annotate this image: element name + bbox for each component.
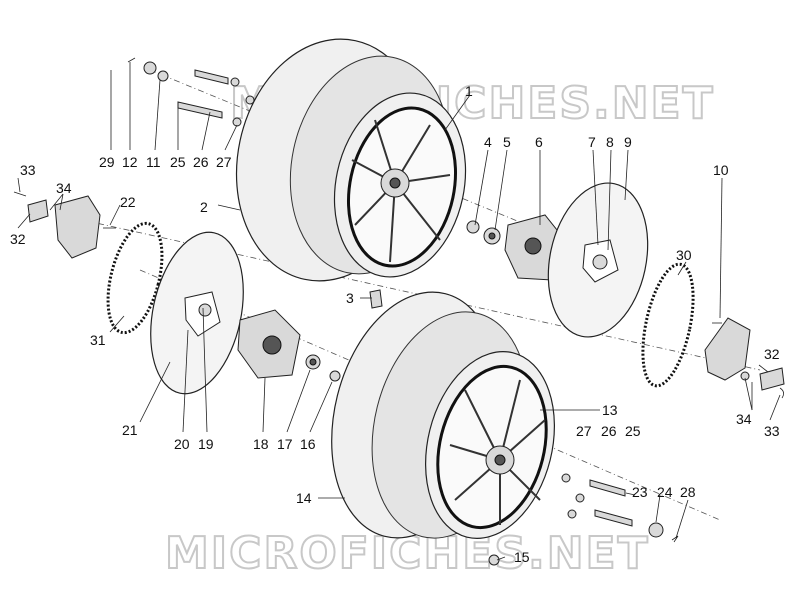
callout-29: 29	[99, 154, 115, 170]
callout-7: 7	[588, 134, 596, 150]
callout-18: 18	[253, 436, 269, 452]
callout-19: 19	[198, 436, 214, 452]
callout-25-top: 25	[170, 154, 186, 170]
callout-4: 4	[484, 134, 492, 150]
callout-10: 10	[713, 162, 729, 178]
callout-2: 2	[200, 199, 208, 215]
callout-33-left: 33	[20, 162, 36, 178]
callout-20: 20	[174, 436, 190, 452]
callout-26-top: 26	[193, 154, 209, 170]
callout-34-left: 34	[56, 180, 72, 196]
callout-16: 16	[300, 436, 316, 452]
callout-14: 14	[296, 490, 312, 506]
callout-33-right: 33	[764, 423, 780, 439]
callout-labels: 1 2 3 4 5 6 7 8 9 10 11 12 13 14 15 16 1…	[10, 83, 780, 565]
rear-hub-assembly	[237, 309, 341, 382]
left-caliper	[13, 191, 116, 259]
right-caliper	[704, 317, 785, 399]
callout-32-left: 32	[10, 231, 26, 247]
callout-6: 6	[535, 134, 543, 150]
callout-15: 15	[514, 549, 530, 565]
callout-32-right: 32	[764, 346, 780, 362]
valve	[369, 289, 383, 309]
callout-34-right: 34	[736, 411, 752, 427]
callout-27-top: 27	[216, 154, 232, 170]
callout-1: 1	[465, 83, 473, 99]
callout-13: 13	[602, 402, 618, 418]
callout-25-bottom: 25	[625, 423, 641, 439]
upper-wheel-spokes	[351, 119, 451, 263]
callout-28: 28	[680, 484, 696, 500]
front-tone-ring	[641, 262, 695, 388]
callout-12: 12	[122, 154, 138, 170]
rear-brake-disc	[150, 231, 244, 395]
lower-wheel	[331, 291, 555, 539]
callout-17: 17	[277, 436, 293, 452]
callout-22: 22	[120, 194, 136, 210]
callout-3: 3	[346, 290, 354, 306]
callout-24: 24	[657, 484, 673, 500]
callout-11: 11	[146, 154, 161, 170]
callout-27-bottom: 27	[576, 423, 592, 439]
callout-8: 8	[606, 134, 614, 150]
callout-5: 5	[503, 134, 511, 150]
rear-tone-ring	[106, 221, 164, 335]
callout-9: 9	[624, 134, 632, 150]
upper-wheel	[235, 38, 467, 282]
callout-21: 21	[122, 422, 138, 438]
callout-30: 30	[676, 247, 692, 263]
leader-lines	[17, 62, 781, 561]
callout-31: 31	[90, 332, 106, 348]
lower-wheel-spokes	[449, 379, 546, 525]
front-brake-disc	[547, 182, 649, 338]
bottom-bolts-group	[488, 473, 679, 566]
callout-23: 23	[632, 484, 648, 500]
callout-26-bottom: 26	[601, 423, 617, 439]
